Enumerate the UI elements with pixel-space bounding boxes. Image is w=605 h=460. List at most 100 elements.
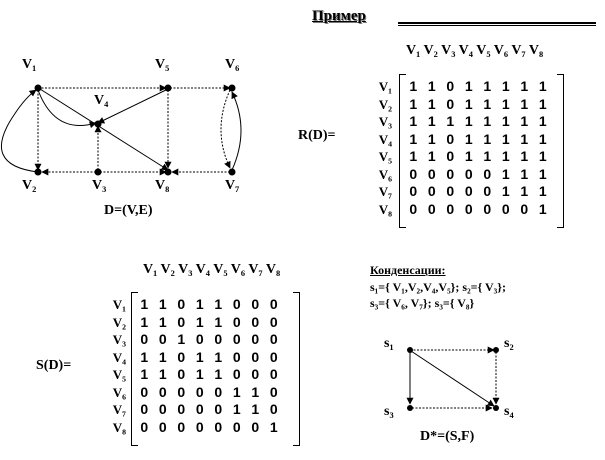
node-v4 xyxy=(94,120,102,128)
matrix-cell: 1 xyxy=(140,366,149,382)
matrix-cell: 1 xyxy=(520,78,529,94)
matrix-cell: 0 xyxy=(269,296,278,312)
matrix-cell: 1 xyxy=(195,366,204,382)
r-matrix-row-label: V₁ xyxy=(378,79,392,94)
matrix-cell: 0 xyxy=(158,401,167,417)
matrix-cell: 1 xyxy=(214,313,223,330)
edge-v2-v1-curve xyxy=(1,89,39,173)
matrix-cell: 0 xyxy=(483,165,492,182)
matrix-cell: 0 xyxy=(446,183,455,199)
matrix-cell: 0 xyxy=(409,183,418,199)
matrix-cell: 0 xyxy=(140,331,149,347)
matrix-cell: 0 xyxy=(214,331,223,347)
matrix-cell: 1 xyxy=(538,148,547,164)
node-v1 xyxy=(34,84,42,92)
matrix-cell: 1 xyxy=(251,383,260,400)
matrix-cell: 0 xyxy=(232,313,241,330)
matrix-cell: 1 xyxy=(520,130,529,147)
matrix-cell: 0 xyxy=(446,148,455,164)
matrix-cell: 1 xyxy=(538,113,547,129)
matrix-cell: 0 xyxy=(177,366,186,382)
r-matrix-row-label: V₄ xyxy=(378,131,392,147)
matrix-cell: 1 xyxy=(483,78,492,94)
s-matrix-right-bracket xyxy=(293,292,300,446)
matrix-cell: 0 xyxy=(158,331,167,347)
r-matrix-row-label: V₈ xyxy=(378,201,392,217)
s-matrix-row-label: V₂ xyxy=(112,314,126,330)
matrix-cell: 1 xyxy=(427,113,436,129)
node-v8 xyxy=(164,168,172,176)
matrix-cell: 0 xyxy=(195,383,204,400)
matrix-cell: 0 xyxy=(251,366,260,382)
matrix-cell: 0 xyxy=(446,200,455,217)
edge-s1-s4 xyxy=(410,350,495,407)
matrix-cell: 1 xyxy=(158,366,167,382)
node-label-s1: s₁ xyxy=(384,336,394,351)
matrix-cell: 1 xyxy=(538,200,547,217)
node-v6 xyxy=(228,84,236,92)
matrix-cell: 0 xyxy=(158,418,167,435)
matrix-cell: 0 xyxy=(177,296,186,312)
matrix-cell: 1 xyxy=(520,183,529,199)
matrix-cell: 1 xyxy=(538,78,547,94)
matrix-cell: 1 xyxy=(520,95,529,112)
matrix-cell: 1 xyxy=(232,383,241,400)
matrix-cell: 1 xyxy=(464,113,473,129)
s-matrix-row-label: V₆ xyxy=(112,384,126,400)
matrix-cell: 1 xyxy=(409,113,418,129)
matrix-cell: 0 xyxy=(483,183,492,199)
node-label-v6: V₆ xyxy=(225,57,240,72)
matrix-cell: 0 xyxy=(464,165,473,182)
matrix-cell: 1 xyxy=(427,95,436,112)
matrix-cell: 1 xyxy=(140,313,149,330)
matrix-cell: 0 xyxy=(446,95,455,112)
matrix-cell: 1 xyxy=(158,348,167,365)
matrix-cell: 0 xyxy=(269,383,278,400)
node-label-v2: V₂ xyxy=(22,178,37,193)
matrix-cell: 0 xyxy=(140,418,149,435)
graph-d-caption: D=(V,E) xyxy=(104,203,153,218)
matrix-cell: 1 xyxy=(214,348,223,365)
matrix-cell: 1 xyxy=(214,296,223,312)
matrix-cell: 1 xyxy=(177,331,186,347)
matrix-cell: 1 xyxy=(409,78,418,94)
matrix-cell: 0 xyxy=(232,418,241,435)
node-label-v7: V₇ xyxy=(225,178,240,193)
matrix-cell: 1 xyxy=(446,113,455,129)
matrix-cell: 1 xyxy=(409,148,418,164)
matrix-cell: 1 xyxy=(501,165,510,182)
matrix-cell: 0 xyxy=(251,418,260,435)
r-matrix-row-label: V₅ xyxy=(378,149,392,164)
r-matrix-label: R(D)= xyxy=(298,128,336,143)
matrix-cell: 1 xyxy=(483,148,492,164)
matrix-cell: 0 xyxy=(232,331,241,347)
edge-v7-v6-curve xyxy=(231,91,242,171)
matrix-cell: 0 xyxy=(214,418,223,435)
condensation-graph-caption: D*=(S,F) xyxy=(420,429,475,444)
matrix-cell: 1 xyxy=(538,183,547,199)
edge-v5-v4 xyxy=(97,88,169,124)
matrix-cell: 0 xyxy=(140,383,149,400)
matrix-cell: 1 xyxy=(232,401,241,417)
matrix-cell: 1 xyxy=(195,313,204,330)
matrix-cell: 0 xyxy=(177,418,186,435)
matrix-cell: 1 xyxy=(520,165,529,182)
s-matrix-row-label: V₁ xyxy=(112,297,126,312)
s-matrix-row-label: V₄ xyxy=(112,349,126,365)
condensation-line-2: s₃={ V₆, V₇}; s₃={ V₈} xyxy=(370,296,475,310)
matrix-cell: 1 xyxy=(501,130,510,147)
matrix-cell: 0 xyxy=(269,401,278,417)
matrix-cell: 1 xyxy=(140,296,149,312)
matrix-cell: 0 xyxy=(232,366,241,382)
matrix-cell: 1 xyxy=(501,113,510,129)
